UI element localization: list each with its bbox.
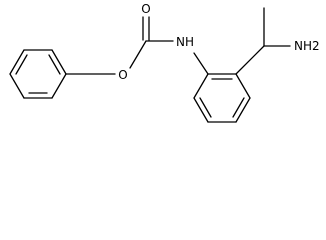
chemical-structure-diagram: O O NH NH2 bbox=[9, 2, 320, 123]
central-benzene-ring bbox=[193, 52, 251, 123]
amine-nh2-label: NH2 bbox=[294, 39, 320, 53]
phenoxy-ring bbox=[9, 49, 67, 99]
aminoethyl-group bbox=[235, 7, 291, 75]
amide-nh-label: NH bbox=[176, 35, 194, 49]
carbamate-linkage bbox=[65, 16, 174, 75]
ester-oxygen-label: O bbox=[118, 68, 127, 82]
carbonyl-oxygen-label: O bbox=[141, 2, 150, 16]
